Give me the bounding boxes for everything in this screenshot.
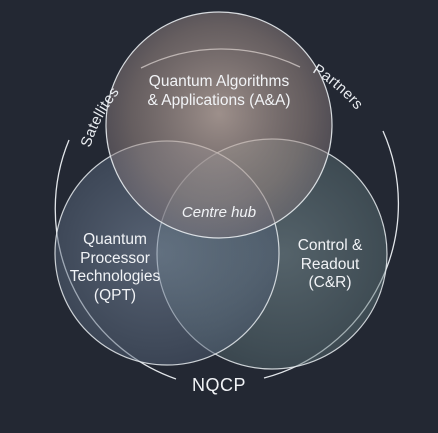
nqcp-label: NQCP bbox=[191, 375, 246, 395]
circle-top-label: Quantum Algorithms & Applications (A&A) bbox=[147, 73, 291, 109]
centre-hub-label: Centre hub bbox=[181, 204, 257, 221]
circle-right-label: Control & Readout (C&R) bbox=[297, 237, 363, 292]
circle-left-label: Quantum Processor Technologies (QPT) bbox=[69, 231, 161, 304]
circle-top bbox=[105, 11, 333, 239]
